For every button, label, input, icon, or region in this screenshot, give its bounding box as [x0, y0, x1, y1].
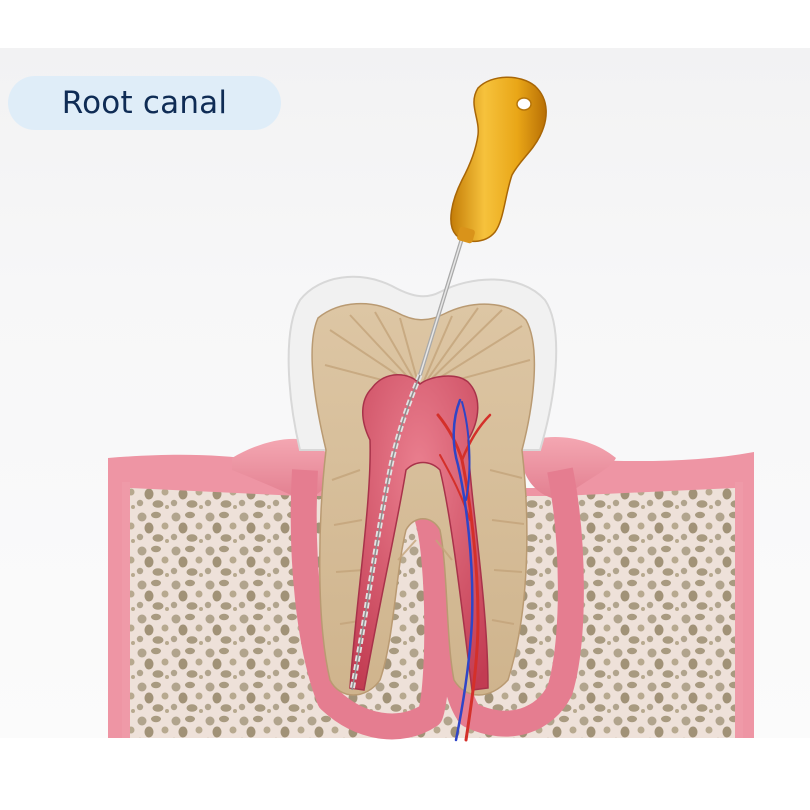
page-title: Root canal — [61, 85, 228, 121]
title-badge: Root canal — [8, 76, 281, 130]
blood-vessels — [436, 398, 492, 742]
pulp-chamber — [349, 374, 489, 691]
file-handle — [450, 76, 547, 244]
endodontic-file-icon — [349, 231, 466, 691]
